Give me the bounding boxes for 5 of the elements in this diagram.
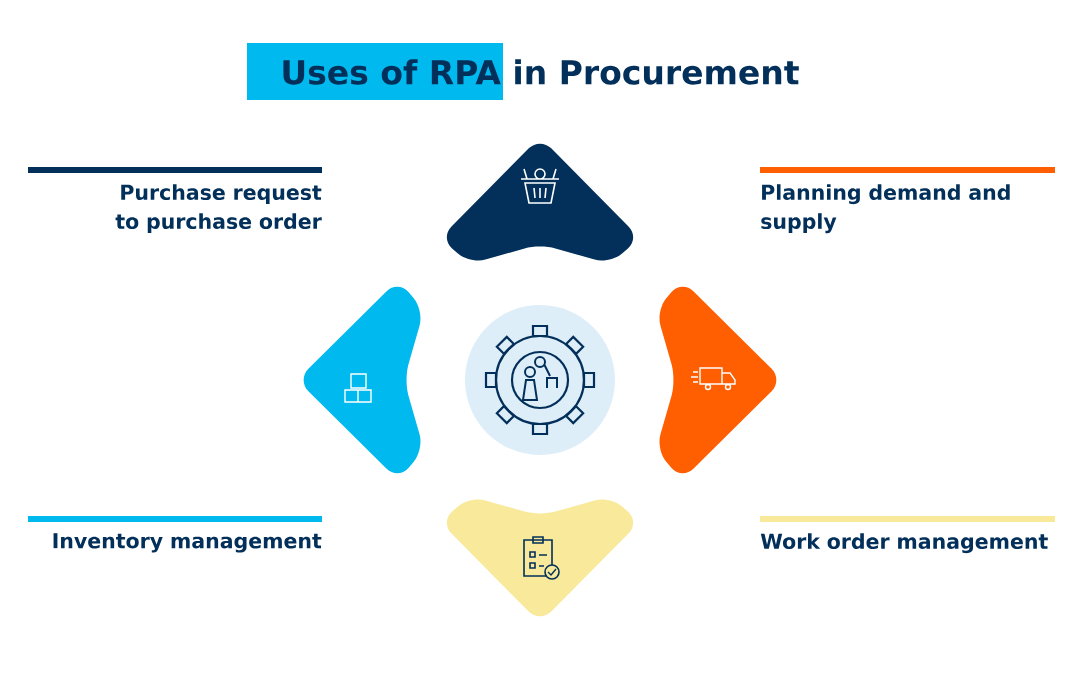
heading: Work order management — [760, 533, 1048, 554]
heading: Purchase request to purchase order — [115, 184, 322, 234]
title: Uses of RPA in Procurement — [283, 59, 799, 85]
heading: Planning demand and supply — [761, 184, 1010, 234]
heading: Inventory management — [53, 533, 322, 553]
